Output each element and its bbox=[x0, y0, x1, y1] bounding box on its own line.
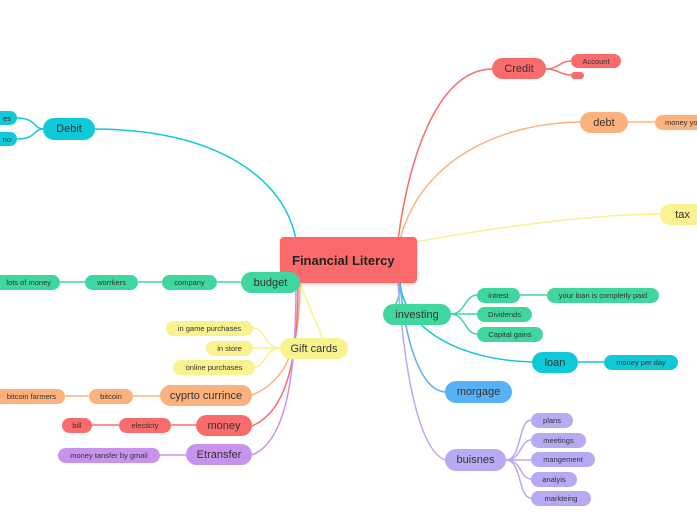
tax-node[interactable]: tax bbox=[660, 204, 697, 225]
debt-child-node[interactable]: money yo bbox=[655, 115, 697, 130]
debt-node[interactable]: debt bbox=[580, 112, 628, 133]
in-game-purchases-node[interactable]: in game purchases bbox=[166, 321, 253, 336]
loan-node[interactable]: loan bbox=[532, 352, 578, 373]
online-purchases-node[interactable]: online purchases bbox=[173, 360, 255, 375]
root-topic[interactable]: Financial Litercy bbox=[280, 237, 417, 283]
credit-node[interactable]: Credit bbox=[492, 58, 546, 79]
bitcoin-node[interactable]: bitcoin bbox=[89, 389, 133, 404]
money-node[interactable]: money bbox=[196, 415, 252, 436]
lots-of-money-node[interactable]: lots of money bbox=[0, 275, 60, 290]
electricity-node[interactable]: electicty bbox=[119, 418, 171, 433]
analysis-node[interactable]: analyis bbox=[531, 472, 577, 487]
debit-node[interactable]: Debit bbox=[43, 118, 95, 140]
loan-paid-node[interactable]: your loan is completly paid bbox=[547, 288, 659, 303]
investing-node[interactable]: investing bbox=[383, 304, 451, 325]
gift-cards-node[interactable]: Gift cards bbox=[280, 338, 348, 359]
company-node[interactable]: company bbox=[162, 275, 217, 290]
account-node[interactable]: Account bbox=[571, 54, 621, 68]
plans-node[interactable]: plans bbox=[531, 413, 573, 428]
empty-credit-node[interactable] bbox=[571, 72, 584, 79]
capital-gains-node[interactable]: Capital gains bbox=[477, 327, 543, 342]
interest-node[interactable]: intrest bbox=[477, 288, 520, 303]
meetings-node[interactable]: meetings bbox=[531, 433, 586, 448]
money-transfer-node[interactable]: money tansfer by gmail bbox=[58, 448, 160, 463]
business-node[interactable]: buisnes bbox=[445, 449, 506, 471]
budget-node[interactable]: budget bbox=[241, 272, 300, 293]
debit-child-2-node[interactable]: no bbox=[0, 132, 17, 146]
marketing-node[interactable]: markteing bbox=[531, 491, 591, 506]
bitcoin-farmers-node[interactable]: bitcoin farmers bbox=[0, 389, 65, 404]
debit-child-1-node[interactable]: es bbox=[0, 111, 17, 125]
dividends-node[interactable]: Dividends bbox=[477, 307, 532, 322]
crypto-node[interactable]: cyprto currince bbox=[160, 385, 252, 406]
workers-node[interactable]: worrkers bbox=[85, 275, 138, 290]
in-store-node[interactable]: in store bbox=[206, 341, 253, 356]
mortgage-node[interactable]: morgage bbox=[445, 381, 512, 403]
etransfer-node[interactable]: Etransfer bbox=[186, 444, 252, 465]
money-per-day-node[interactable]: money per day bbox=[604, 355, 678, 370]
management-node[interactable]: mangement bbox=[531, 452, 595, 467]
bill-node[interactable]: bill bbox=[62, 418, 92, 433]
